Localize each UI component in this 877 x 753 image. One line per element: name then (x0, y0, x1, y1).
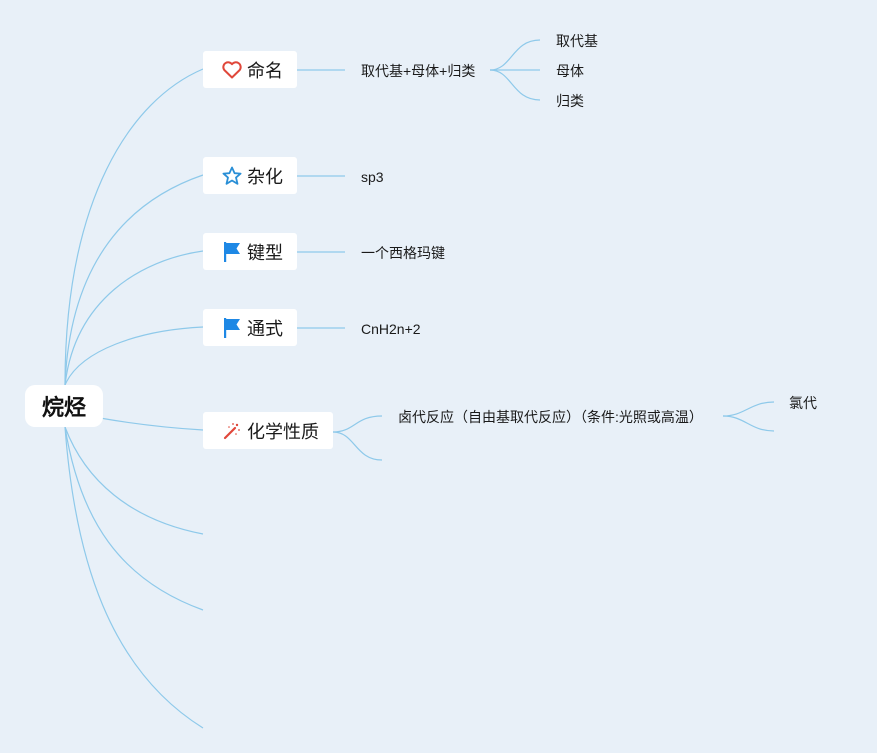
leaf-hybridization-value[interactable]: sp3 (361, 169, 384, 185)
connector-root-empty-1 (64, 426, 204, 535)
branch-label: 杂化 (247, 166, 283, 187)
leaf-chem-chlorination[interactable]: 氯代 (789, 395, 817, 411)
root-label: 烷烃 (41, 395, 86, 420)
leaf-naming-class[interactable]: 归类 (556, 93, 584, 109)
leaf-bond-type-value[interactable]: 一个西格玛键 (361, 245, 445, 261)
connector-reaction-sub1 (722, 401, 775, 417)
leaf-general-formula-value[interactable]: CnH2n+2 (361, 321, 421, 337)
connector-root-naming (64, 68, 204, 386)
branch-label: 化学性质 (247, 421, 319, 442)
connector-root-bond (64, 250, 204, 386)
flag-icon (221, 317, 243, 339)
leaf-naming-parent[interactable]: 母体 (556, 63, 584, 79)
heart-icon (221, 59, 243, 81)
leaf-chem-reaction[interactable]: 卤代反应（自由基取代反应）（条件:光照或高温） (398, 409, 703, 425)
branch-hybridization[interactable]: 杂化 (203, 157, 297, 194)
branch-general-formula[interactable]: 通式 (203, 309, 297, 346)
flag-icon (221, 241, 243, 263)
branch-bond-type[interactable]: 键型 (203, 233, 297, 270)
connector-formula-sub3 (489, 69, 541, 101)
leaf-naming-formula[interactable]: 取代基+母体+归类 (361, 63, 476, 79)
connector-root-chem (99, 417, 204, 431)
branch-label: 通式 (247, 318, 283, 339)
star-icon (221, 165, 243, 187)
connector-root-empty-2 (64, 426, 204, 611)
magic-wand-icon (221, 420, 243, 442)
branch-label: 命名 (247, 60, 283, 81)
connector-reaction-sub2 (722, 415, 775, 432)
connector-formula-sub1 (489, 39, 541, 71)
connector-chem-empty (332, 431, 383, 461)
connector-root-hybrid (64, 174, 204, 386)
branch-naming[interactable]: 命名 (203, 51, 297, 88)
connector-root-formula (64, 326, 204, 386)
branch-label: 键型 (247, 242, 283, 263)
leaf-naming-substituent[interactable]: 取代基 (556, 33, 598, 49)
branch-chemical-properties[interactable]: 化学性质 (203, 412, 333, 449)
connector-root-empty-3 (64, 426, 204, 729)
root-node[interactable]: 烷烃 (25, 385, 103, 427)
connector-chem-reaction (332, 415, 383, 433)
